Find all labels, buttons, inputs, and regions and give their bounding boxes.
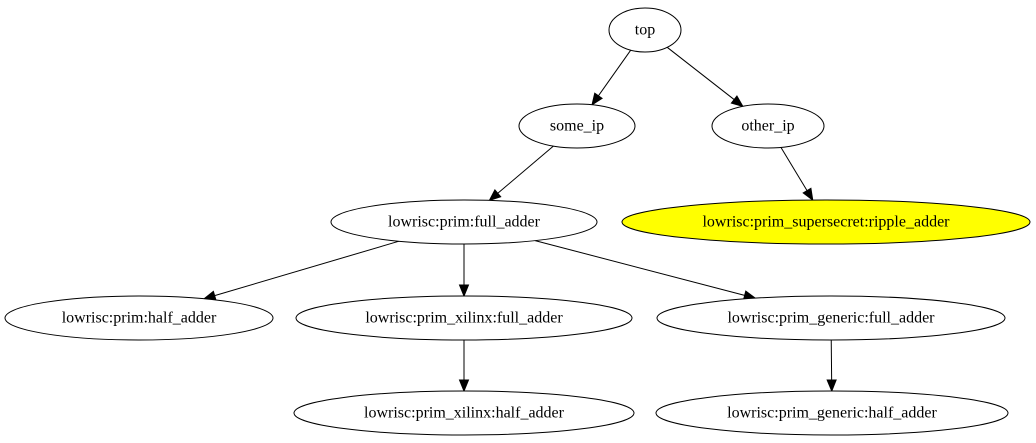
node-supersecret-ripple-adder[interactable]: lowrisc:prim_supersecret:ripple_adder <box>621 199 1031 245</box>
edge-line <box>497 145 554 194</box>
node-label: lowrisc:prim_xilinx:full_adder <box>365 310 563 327</box>
arrowhead-icon <box>458 284 470 298</box>
node-shape <box>330 199 598 245</box>
node-prim-full-adder[interactable]: lowrisc:prim:full_adder <box>330 199 598 245</box>
node-label: lowrisc:prim_generic:half_adder <box>727 405 937 422</box>
node-generic-full-adder[interactable]: lowrisc:prim_generic:full_adder <box>656 295 1006 341</box>
arrowhead-icon <box>802 187 814 202</box>
node-shape <box>518 103 636 149</box>
node-label: lowrisc:prim:half_adder <box>62 310 217 327</box>
edge-prim_full_adder-to-xilinx_full_adder <box>458 244 470 298</box>
node-shape <box>295 295 633 341</box>
node-label: some_ip <box>550 118 604 135</box>
edge-top-to-some_ip <box>591 49 632 106</box>
edge-xilinx_full_adder-to-xilinx_half_adder <box>458 340 470 393</box>
edge-prim_full_adder-to-prim_half_adder <box>202 240 400 301</box>
node-shape <box>711 103 825 149</box>
edge-line <box>214 240 400 297</box>
edge-line <box>534 240 745 296</box>
nodes-layer: top some_ip other_ip lowrisc:prim:full_adde… <box>4 7 1031 436</box>
arrowhead-icon <box>488 188 502 202</box>
node-prim-half-adder[interactable]: lowrisc:prim:half_adder <box>4 295 274 341</box>
node-shape <box>656 295 1006 341</box>
node-shape <box>293 390 635 436</box>
edge-generic_full_adder-to-generic_half_adder <box>826 339 837 393</box>
node-shape <box>621 199 1031 245</box>
edge-some_ip-to-prim_full_adder <box>488 145 554 202</box>
node-top[interactable]: top <box>608 7 682 53</box>
arrowhead-icon <box>730 95 744 108</box>
node-label: lowrisc:prim:full_adder <box>388 214 541 231</box>
arrowhead-icon <box>826 379 837 393</box>
edge-line <box>666 46 735 100</box>
node-shape <box>608 7 682 53</box>
edge-prim_full_adder-to-generic_full_adder <box>534 240 757 301</box>
node-some-ip[interactable]: some_ip <box>518 103 636 149</box>
node-xilinx-full-adder[interactable]: lowrisc:prim_xilinx:full_adder <box>295 295 633 341</box>
node-label: top <box>635 22 655 39</box>
edges-layer <box>202 46 837 393</box>
node-xilinx-half-adder[interactable]: lowrisc:prim_xilinx:half_adder <box>293 390 635 436</box>
edge-other_ip-to-supersecret_ripple_adder <box>780 147 814 202</box>
node-label: lowrisc:prim_supersecret:ripple_adder <box>702 214 950 231</box>
node-generic-half-adder[interactable]: lowrisc:prim_generic:half_adder <box>655 390 1009 436</box>
node-label: lowrisc:prim_xilinx:half_adder <box>364 405 565 422</box>
node-other-ip[interactable]: other_ip <box>711 103 825 149</box>
node-label: lowrisc:prim_generic:full_adder <box>727 310 935 327</box>
node-shape <box>655 390 1009 436</box>
edge-line <box>780 147 808 191</box>
node-shape <box>4 295 274 341</box>
node-label: other_ip <box>741 118 794 135</box>
arrowhead-icon <box>458 379 470 393</box>
arrowhead-icon <box>591 92 603 106</box>
edge-top-to-other_ip <box>666 46 744 108</box>
edge-line <box>598 49 632 97</box>
